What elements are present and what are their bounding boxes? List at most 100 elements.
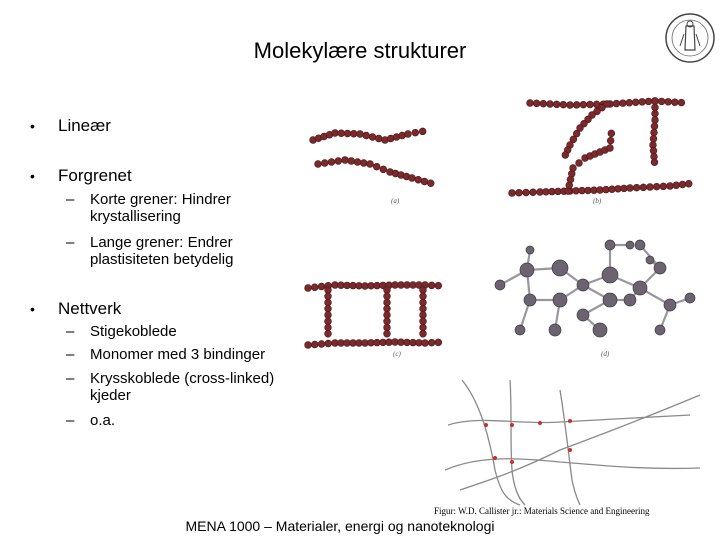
polymer-bead: [366, 160, 374, 168]
polymer-bead: [569, 135, 578, 144]
molecule-atom: [623, 293, 637, 307]
molecule-bond: [639, 267, 661, 289]
network-sub-item: – Stigekoblede: [66, 323, 177, 340]
polymer-bead: [646, 183, 654, 191]
network-chain: [444, 458, 701, 471]
bullet-linear-label: Lineær: [58, 116, 111, 135]
polymer-bead: [638, 98, 646, 106]
polymer-bead: [552, 100, 561, 109]
polymer-bead: [403, 281, 411, 289]
polymer-bead: [324, 317, 332, 325]
polymer-bead: [419, 311, 427, 319]
polymer-bead: [607, 129, 616, 138]
polymer-bead: [671, 98, 679, 106]
polymer-bead: [563, 146, 572, 154]
molecule-atom: [684, 292, 696, 304]
figure-credit: Figur: W.D. Callister jr.: Materials Sci…: [434, 506, 650, 516]
polymer-bead: [419, 292, 427, 300]
polymer-bead: [379, 338, 387, 347]
figure-caption-b: (b): [593, 197, 602, 205]
network-chain: [459, 394, 701, 491]
polymer-bead: [427, 281, 436, 290]
polymer-bead: [341, 156, 349, 164]
crosslink-node: [510, 423, 514, 427]
polymer-bead: [324, 298, 332, 307]
polymer-bead: [584, 115, 592, 124]
polymer-bead: [355, 282, 363, 290]
network-sub-item: – Monomer med 3 bindinger: [66, 346, 266, 363]
molecule-atom: [634, 239, 646, 251]
polymer-bead: [601, 146, 609, 154]
polymer-bead: [343, 129, 352, 138]
polymer-bead: [337, 281, 345, 289]
polymer-bead: [593, 107, 601, 116]
polymer-bead: [324, 292, 332, 300]
polymer-bead: [320, 132, 328, 141]
polymer-bead: [321, 159, 329, 167]
polymer-bead: [566, 187, 574, 195]
polymer-bead: [383, 298, 391, 307]
molecule-atom: [525, 245, 535, 255]
molecule-bond: [639, 244, 661, 269]
polymer-bead: [387, 134, 395, 143]
polymer-bead: [602, 185, 610, 194]
network-molecule-figure: [494, 239, 696, 338]
branched-sub-item: – Lange grener: Endrer plastisiteten bet…: [66, 234, 234, 268]
polymer-bead: [361, 282, 369, 290]
polymer-bead: [606, 136, 615, 145]
polymer-bead: [367, 282, 375, 290]
polymer-bead: [584, 186, 592, 195]
polymer-bead: [324, 286, 332, 294]
polymer-bead: [560, 187, 568, 195]
polymer-bead: [375, 134, 383, 143]
polymer-bead: [409, 281, 417, 289]
polymer-bead: [566, 175, 575, 184]
polymer-bead: [650, 152, 658, 161]
polymer-bead: [614, 185, 622, 193]
molecule-atom: [653, 261, 667, 275]
polymer-bead: [343, 339, 351, 347]
polymer-bead: [356, 130, 364, 138]
polymer-bead: [612, 99, 621, 108]
polymer-bead: [586, 100, 594, 109]
polymer-bead: [415, 339, 423, 347]
polymer-bead: [606, 100, 614, 108]
polymer-bead: [311, 340, 319, 349]
polymer-bead: [548, 187, 556, 196]
figure-caption-d: (d): [601, 350, 610, 358]
polymer-bead: [311, 283, 319, 291]
molecule-bond: [525, 269, 532, 301]
molecule-atom: [576, 308, 590, 322]
polymer-bead: [554, 187, 562, 196]
molecule-bond: [526, 266, 561, 272]
molecule-atom: [514, 324, 526, 336]
polymer-bead: [409, 338, 417, 347]
polymer-bead: [419, 317, 427, 325]
crosslink-node: [568, 448, 572, 452]
polymer-bead: [575, 159, 583, 167]
bead-chains: [304, 97, 693, 349]
molecule-bond: [582, 314, 601, 331]
molecule-atom: [632, 280, 648, 296]
polymer-bead: [383, 317, 391, 325]
molecule-atom: [663, 298, 677, 312]
polymer-bead: [414, 176, 422, 184]
polymer-bead: [331, 281, 339, 289]
polymer-bead: [508, 189, 516, 197]
polymer-bead: [331, 339, 339, 347]
molecule-bond: [553, 299, 562, 331]
polymer-bead: [383, 292, 391, 300]
polymer-bead: [546, 100, 554, 108]
polymer-bead: [649, 141, 657, 149]
molecule-bond: [582, 284, 611, 301]
polymer-bead: [391, 281, 399, 289]
polymer-bead: [586, 152, 594, 160]
polymer-bead: [317, 282, 326, 291]
molecule-atom: [654, 324, 666, 336]
polymer-bead: [580, 119, 588, 128]
polymer-bead: [324, 330, 332, 338]
polymer-bead: [566, 141, 574, 149]
polymer-bead: [418, 127, 427, 136]
polymer-bead: [381, 136, 389, 144]
polymer-bead: [532, 99, 541, 108]
